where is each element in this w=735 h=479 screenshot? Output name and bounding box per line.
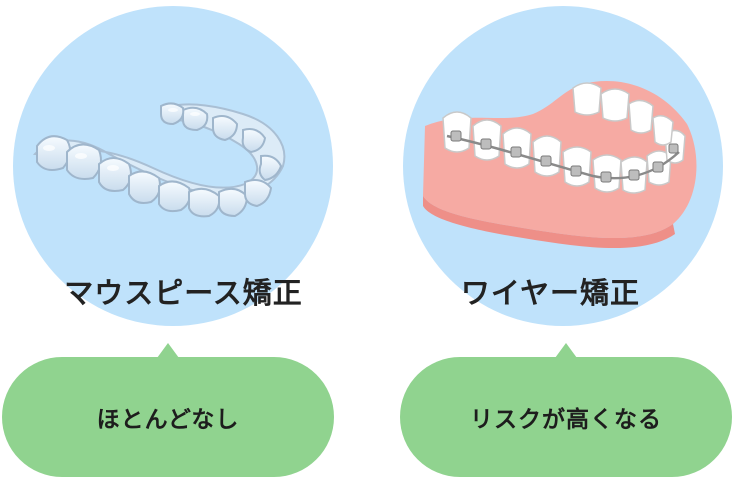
wire-bubble: リスクが高くなる [400, 343, 732, 477]
wire-bubble-text: リスクが高くなる [470, 407, 662, 433]
card-mouthpiece: マウスピース矯正 ほとんどなし [0, 0, 367, 479]
mouthpiece-bubble-text: ほとんどなし [96, 407, 240, 433]
card-wire: ワイヤー矯正 リスクが高くなる [367, 0, 734, 479]
mouthpiece-bubble: ほとんどなし [2, 343, 334, 477]
mouthpiece-circle [13, 6, 333, 326]
wire-title: ワイヤー矯正 [460, 276, 641, 310]
mouthpiece-title: マウスピース矯正 [64, 276, 303, 310]
clear-aligner-icon [32, 102, 286, 218]
wire-braces-icon [423, 81, 697, 249]
wire-circle [403, 6, 723, 326]
